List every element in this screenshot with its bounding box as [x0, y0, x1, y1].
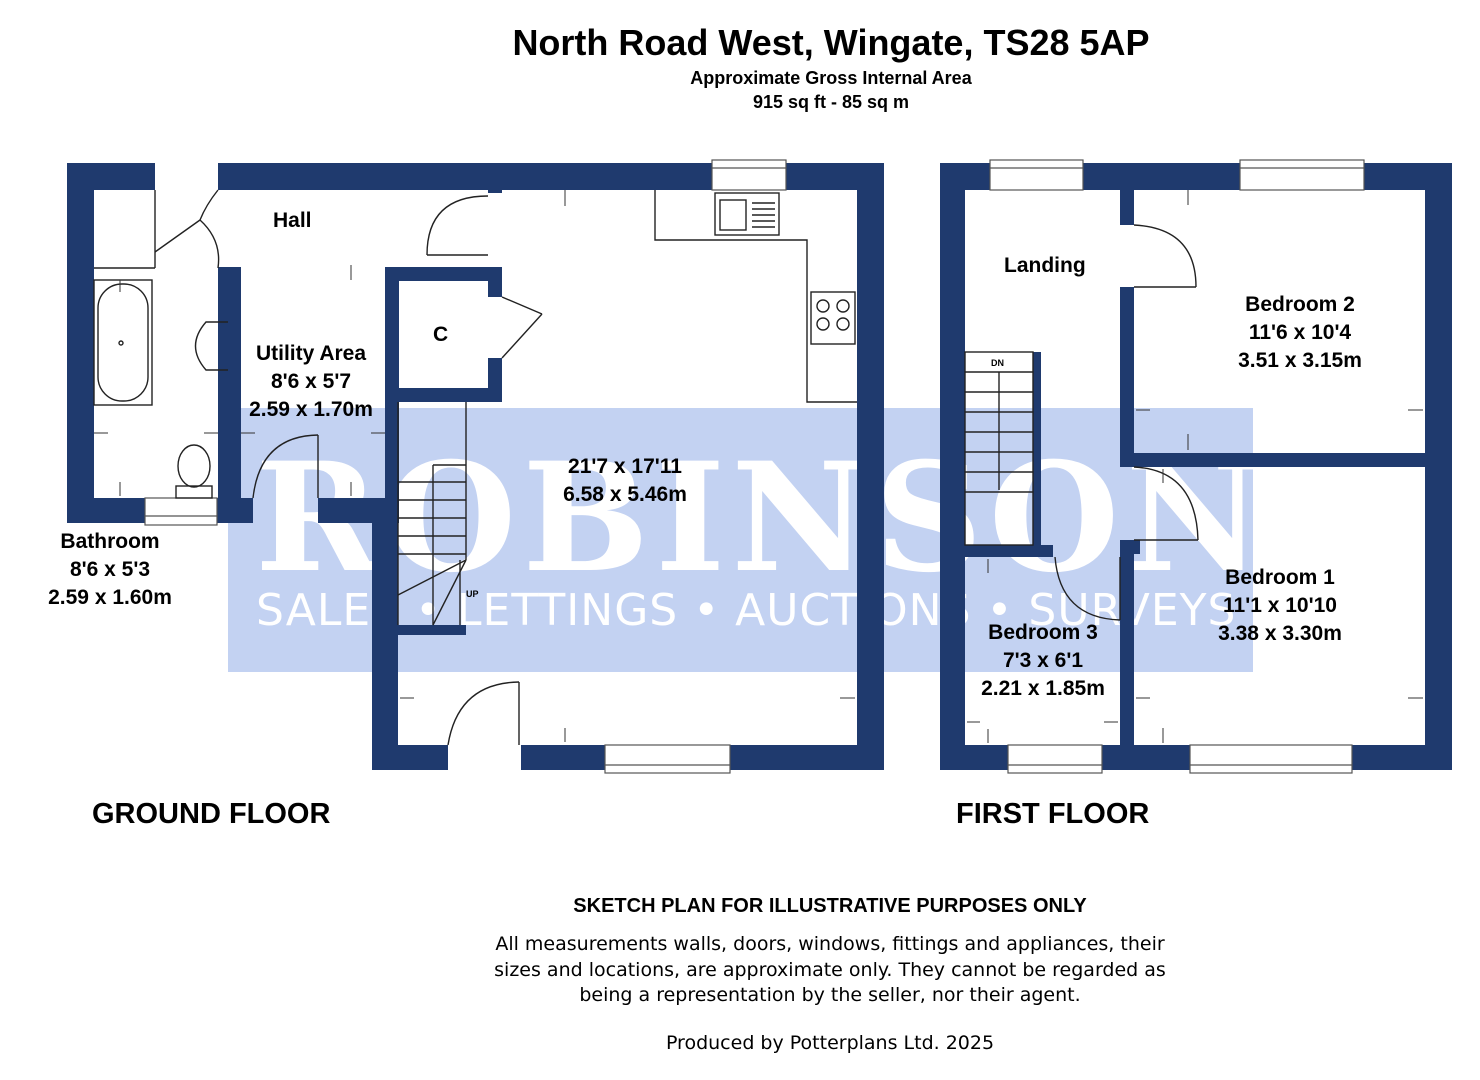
- page-title: North Road West, Wingate, TS28 5AP: [512, 22, 1150, 63]
- room-bathroom-imperial: 8'6 x 5'3: [69, 558, 151, 581]
- room-landing-name: Landing: [1004, 254, 1086, 277]
- room-main-imperial: 21'7 x 17'11: [568, 455, 682, 478]
- stairs-down-label: DN: [991, 358, 1004, 368]
- room-bedroom3-metric: 2.21 x 1.85m: [981, 677, 1105, 700]
- room-utility-imperial: 8'6 x 5'7: [270, 370, 352, 393]
- disclaimer-text: All measurements walls, doors, windows, …: [480, 932, 1180, 1009]
- measurement-ticks: [94, 190, 1423, 743]
- room-bedroom2: Bedroom 2 11'6 x 10'4 3.51 x 3.15m: [1210, 291, 1390, 375]
- disclaimer-heading: SKETCH PLAN FOR ILLUSTRATIVE PURPOSES ON…: [573, 895, 1087, 917]
- room-bedroom2-metric: 3.51 x 3.15m: [1238, 349, 1362, 372]
- room-bathroom: Bathroom 8'6 x 5'3 2.59 x 1.60m: [30, 528, 190, 612]
- disclaimer-line-3: being a representation by the seller, no…: [579, 984, 1081, 1006]
- room-bedroom1-imperial: 11'1 x 10'10: [1223, 594, 1337, 617]
- room-bedroom2-imperial: 11'6 x 10'4: [1248, 321, 1352, 344]
- first-floor-label: FIRST FLOOR: [956, 798, 1150, 830]
- room-main: 21'7 x 17'11 6.58 x 5.46m: [540, 453, 710, 509]
- fixtures: [93, 189, 1199, 746]
- stairs-up-label: UP: [466, 589, 479, 599]
- disclaimer-line-1: All measurements walls, doors, windows, …: [495, 933, 1165, 955]
- room-utility: Utility Area 8'6 x 5'7 2.59 x 1.70m: [232, 340, 390, 424]
- ground-floor-label: GROUND FLOOR: [92, 798, 331, 830]
- room-bedroom3-name: Bedroom 3: [988, 621, 1098, 644]
- room-bedroom1-name: Bedroom 1: [1225, 566, 1335, 589]
- room-bedroom1-metric: 3.38 x 3.30m: [1218, 622, 1342, 645]
- room-utility-name: Utility Area: [255, 342, 367, 365]
- room-bedroom3-imperial: 7'3 x 6'1: [1002, 649, 1084, 672]
- room-bedroom3: Bedroom 3 7'3 x 6'1 2.21 x 1.85m: [962, 619, 1124, 703]
- room-hall-name: Hall: [273, 209, 312, 232]
- room-bedroom1: Bedroom 1 11'1 x 10'10 3.38 x 3.30m: [1190, 564, 1370, 648]
- area-value: 915 sq ft - 85 sq m: [752, 92, 910, 112]
- room-bathroom-name: Bathroom: [60, 530, 160, 553]
- room-utility-metric: 2.59 x 1.70m: [249, 398, 373, 421]
- disclaimer-line-2: sizes and locations, are approximate onl…: [494, 958, 1166, 981]
- room-main-metric: 6.58 x 5.46m: [563, 483, 687, 506]
- windows: [144, 159, 1365, 774]
- room-bathroom-metric: 2.59 x 1.60m: [48, 586, 172, 609]
- room-cupboard-name: C: [433, 323, 449, 346]
- walls: [67, 163, 1452, 770]
- room-bedroom2-name: Bedroom 2: [1245, 293, 1355, 316]
- area-caption: Approximate Gross Internal Area: [690, 68, 972, 88]
- producer-credit: Produced by Potterplans Ltd. 2025: [665, 1032, 995, 1054]
